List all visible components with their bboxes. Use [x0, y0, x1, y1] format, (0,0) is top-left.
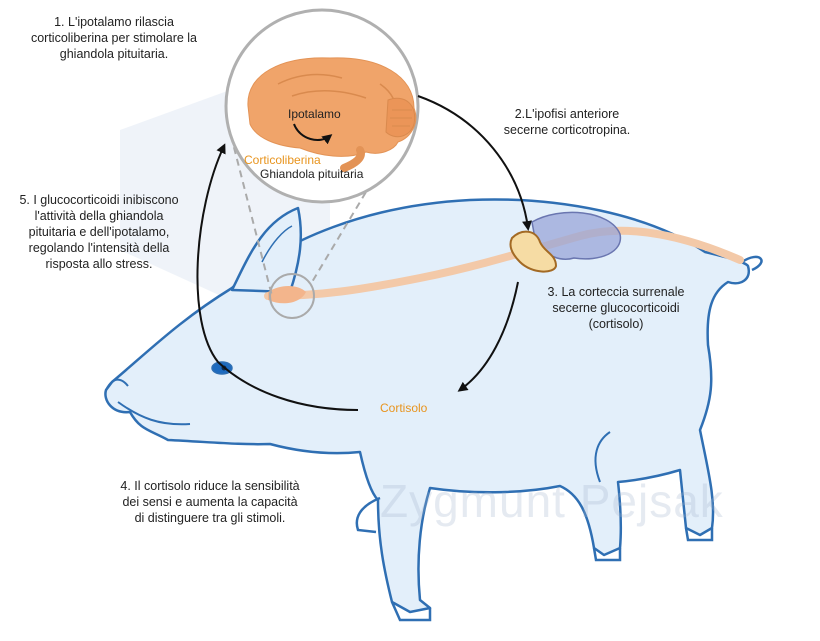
adrenal-gland [509, 230, 558, 273]
pig-body [104, 198, 751, 614]
step-5-line-5: risposta allo stress. [45, 257, 153, 271]
step-2-line-1: 2.L'ipofisi anteriore [514, 107, 620, 121]
arrow-pituitary-to-adrenal [417, 95, 532, 231]
step-1-line-1: 1. L'ipotalamo rilascia [54, 15, 174, 29]
cortisol-label: Cortisolo [380, 401, 428, 415]
pig-leg-rear [594, 431, 611, 483]
step-5-line-1: 5. I glucocorticoidi inibiscono [19, 193, 179, 207]
pig-illustration [104, 198, 763, 622]
pig-hoof-rear [684, 527, 714, 542]
feedback-cycle [196, 95, 532, 411]
pig-ear [230, 206, 303, 294]
step-1-line-3: ghiandola pituitaria. [59, 47, 169, 61]
cerebellum [385, 97, 416, 138]
step-2-caption: 2.L'ipofisi anteriore secerne corticotro… [472, 106, 662, 138]
pig-hoof-mid [592, 547, 622, 562]
pig-snout [105, 378, 129, 391]
step-5-line-2: l'attività della ghiandola [34, 209, 164, 223]
magnifier-line-left [227, 123, 273, 297]
pig-leg-front-left [355, 496, 381, 534]
step-4-caption: 4. Il cortisolo riduce la sensibilità de… [104, 478, 316, 526]
magnifier-line-right [311, 181, 373, 283]
pig-tail [741, 255, 763, 272]
head-zoom-circle [269, 273, 315, 319]
crh-release-arrow [293, 123, 333, 145]
step-3-line-3: (cortisolo) [588, 317, 644, 331]
step-5-caption: 5. I glucocorticoidi inibiscono l'attivi… [4, 192, 194, 272]
arrow-cortisol-to-brain [196, 143, 359, 411]
step-1-line-2: corticoliberina per stimolare la [30, 31, 198, 45]
brain [247, 57, 417, 157]
step-3-caption: 3. La corteccia surrenale secerne glucoc… [518, 284, 714, 332]
brain-illustration [247, 57, 417, 172]
step-2-line-2: secerne corticotropina. [503, 123, 631, 137]
pituitary-label: Ghiandola pituitaria [260, 167, 364, 181]
step-4-line-3: di distinguere tra gli stimoli. [134, 511, 286, 525]
hypothalamus-label: Ipotalamo [288, 107, 341, 121]
step-5-line-4: regolando l'intensità della [28, 241, 170, 255]
pig-jaw [117, 401, 191, 426]
brain-stem [340, 146, 365, 172]
step-3-line-1: 3. La corteccia surrenale [547, 285, 685, 299]
pig-hoof-front [390, 601, 432, 622]
watermark-text: Zygmunt Pejsak [380, 475, 724, 527]
step-1-caption: 1. L'ipotalamo rilascia corticoliberina … [10, 14, 218, 62]
crh-label: Corticoliberina [244, 153, 321, 167]
step-4-line-1: 4. Il cortisolo riduce la sensibilità [120, 479, 300, 493]
neural-pathway [264, 226, 744, 300]
arrow-adrenal-to-cortisol [457, 281, 519, 392]
brain-in-head [268, 286, 306, 304]
step-4-line-2: dei sensi e aumenta la capacità [122, 495, 298, 509]
step-5-line-3: pituitaria e dell'ipotalamo, [28, 225, 170, 239]
pig-ear-inner [261, 225, 293, 263]
step-3-line-2: secerne glucocorticoidi [552, 301, 680, 315]
